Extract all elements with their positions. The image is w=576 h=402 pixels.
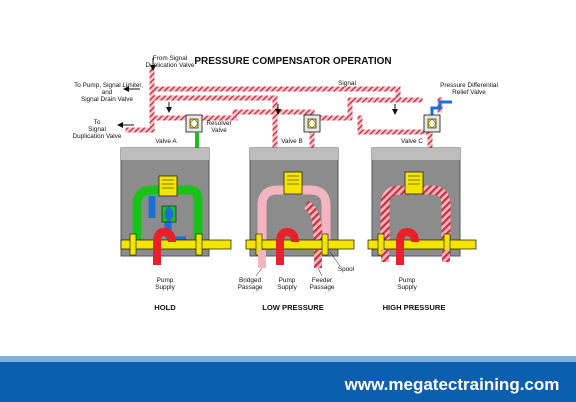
- high-pressure-internals: [380, 171, 451, 240]
- label-bridged-2: Passage: [238, 284, 263, 291]
- label-resolver-1: Resolver: [206, 120, 232, 127]
- label-bridged-1: Bridged: [239, 277, 261, 284]
- resolver-valve-a: [185, 114, 203, 133]
- label-supply-b: Supply: [277, 284, 297, 291]
- label-to-dup-3: Duplication Valve: [73, 133, 122, 140]
- label-pdrv-1: Pressure Differential: [440, 82, 498, 89]
- label-valve-b: Valve B: [281, 138, 303, 145]
- label-pump-c: Pump: [399, 277, 416, 284]
- label-valve-c: Valve C: [401, 138, 423, 145]
- label-feeder-1: Feeder: [312, 277, 333, 284]
- label-signal: Signal: [338, 80, 356, 87]
- state-hold: HOLD: [154, 303, 176, 312]
- label-pdrv-2: Relief Valve: [452, 89, 486, 96]
- label-feeder-2: Passage: [310, 284, 335, 291]
- label-spool: Spool: [338, 266, 354, 273]
- label-to-pump-1: To Pump, Signal Limiter,: [74, 82, 143, 89]
- resolver-valve-b: [303, 114, 321, 133]
- low-pressure-internals: [257, 171, 331, 241]
- label-from-signal: From Signal: [153, 55, 187, 62]
- footer-band: www.megatectraining.com: [0, 356, 576, 402]
- label-to-dup-1: To: [94, 119, 101, 126]
- footer-url[interactable]: www.megatectraining.com: [344, 375, 560, 394]
- flow-arrows: [117, 58, 398, 128]
- label-to-pump-2: and: [102, 89, 113, 96]
- resolver-valve-c: [423, 114, 441, 133]
- label-to-dup-2: Signal: [88, 126, 106, 133]
- label-supply-a: Supply: [155, 284, 175, 291]
- label-supply-c: Supply: [397, 284, 417, 291]
- state-low-pressure: LOW PRESSURE: [262, 303, 324, 312]
- label-valve-a: Valve A: [155, 138, 177, 145]
- label-to-pump-3: Signal Drain Valve: [81, 96, 134, 103]
- label-pump-b: Pump: [279, 277, 296, 284]
- signal-lines: [125, 67, 443, 163]
- diagram-title: PRESSURE COMPENSATOR OPERATION: [194, 56, 391, 67]
- state-high-pressure: HIGH PRESSURE: [383, 303, 446, 312]
- leader-lines: [255, 251, 341, 277]
- pump-supply-ports: [153, 227, 419, 265]
- label-resolver-2: Valve: [211, 127, 227, 134]
- relief-valve-line: [430, 100, 452, 116]
- label-pump-a: Pump: [157, 277, 174, 284]
- high-pressure-legs: [381, 250, 450, 262]
- label-duplication-valve-top: Duplication Valve: [146, 62, 195, 69]
